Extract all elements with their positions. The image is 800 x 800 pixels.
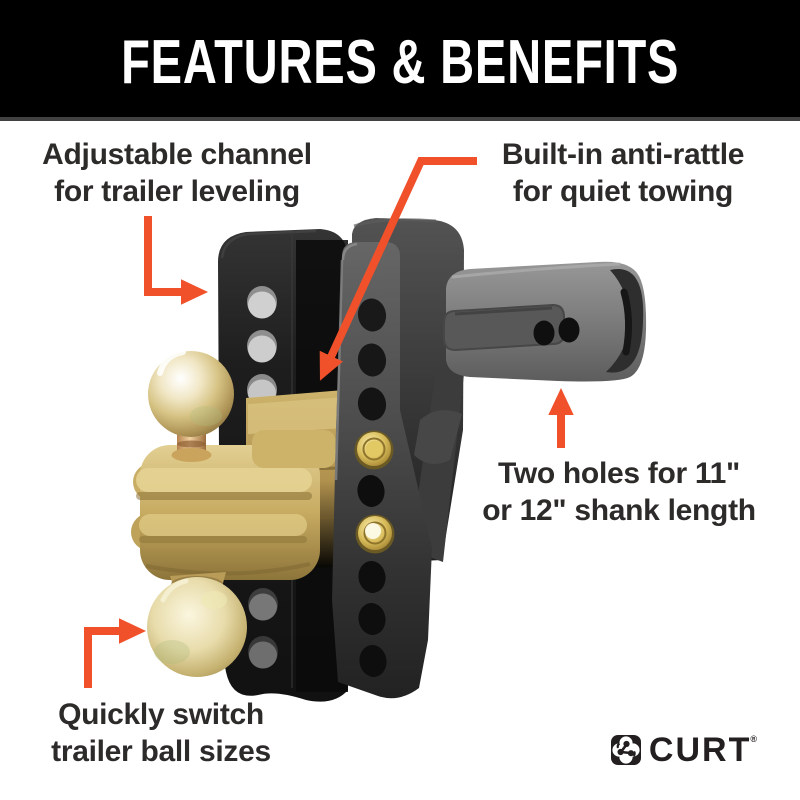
hitch-pin-upper (354, 430, 394, 470)
hitch-pin-lower (355, 514, 395, 554)
header-bar: FEATURES & BENEFITS (0, 0, 800, 121)
callout-line: Two holes for 11" (498, 457, 740, 490)
dual-ball-mount (131, 349, 345, 677)
shank-hole-2 (558, 317, 580, 343)
shank-neck-slot (414, 410, 462, 464)
plate-holes (357, 298, 387, 677)
registered-mark: ® (750, 734, 759, 744)
shank-hole-1 (533, 320, 555, 346)
callout-line: for quiet towing (512, 175, 734, 208)
callout-anti-rattle: Built-in anti-rattle for quiet towing (458, 136, 788, 210)
callout-line: Quickly switch (58, 698, 264, 731)
shank-end-notch (606, 269, 644, 373)
arrow-anti-rattle (319, 157, 477, 381)
trailer-ball-small (148, 351, 234, 437)
hitch-shank (410, 261, 647, 562)
curt-logo-text: CURT® (648, 731, 759, 769)
page-title: FEATURES & BENEFITS (120, 28, 680, 97)
trailer-ball-large (147, 577, 247, 677)
curt-logo: CURT® (610, 731, 760, 769)
callout-adjustable-channel: Adjustable channel for trailer leveling (12, 136, 342, 210)
callout-shank-holes: Two holes for 11" or 12" shank length (452, 455, 786, 529)
callout-line: Adjustable channel (42, 138, 312, 171)
arrow-ball-sizes (84, 618, 146, 688)
shank-plate (332, 242, 432, 699)
channel-holes-upper (247, 286, 277, 407)
shank-slot (443, 303, 565, 352)
arrow-adjustable-channel (144, 216, 208, 305)
callout-line: for trailer leveling (54, 175, 300, 208)
curt-logo-mark-icon (610, 735, 641, 765)
callout-line: or 12" shank length (482, 494, 756, 527)
callout-ball-sizes: Quickly switch trailer ball sizes (0, 696, 322, 770)
callout-line: Built-in anti-rattle (501, 138, 745, 171)
callout-line: trailer ball sizes (51, 735, 271, 768)
